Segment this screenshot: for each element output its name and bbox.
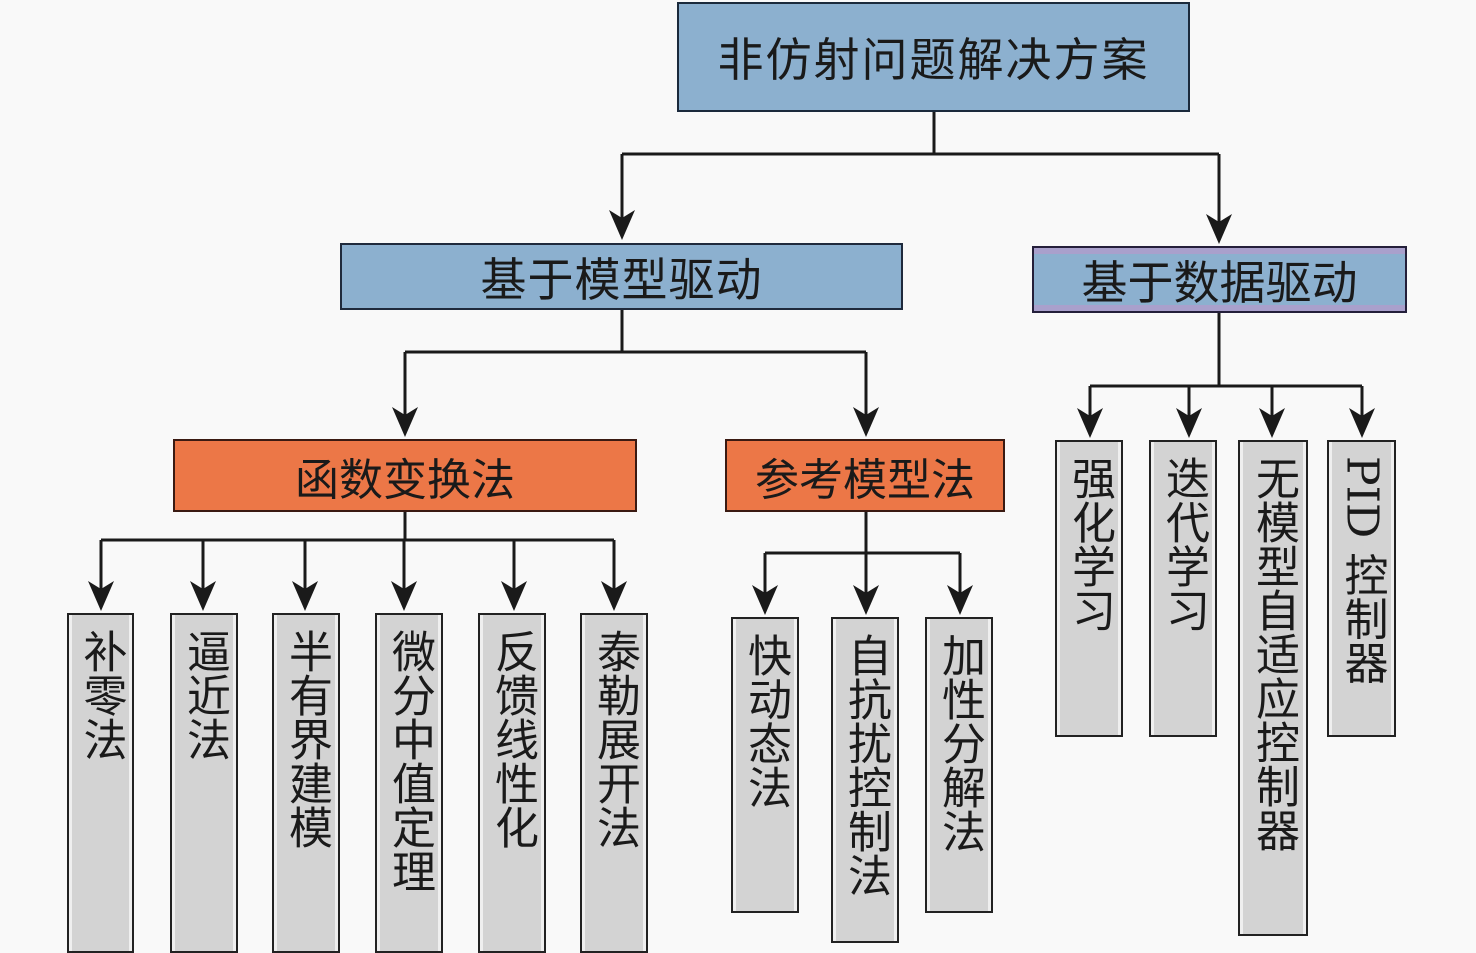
leaf-label: 强化学习 — [1064, 456, 1115, 632]
arrow-head-icon — [501, 581, 527, 611]
leaf-fast-dynamics: 快动态法 — [731, 617, 799, 913]
leaf-additive-decomposition: 加性分解法 — [925, 617, 993, 913]
arrow-head-icon — [609, 210, 635, 240]
leaf-mean-value-theorem: 微分中值定理 — [375, 613, 443, 953]
leaf-adrc: 自抗扰控制法 — [831, 617, 899, 943]
function-transform-label: 函数变换法 — [295, 454, 515, 506]
arrow-head-icon — [88, 581, 114, 611]
leaf-model-free-adaptive-control: 无模型自适应控制器 — [1238, 440, 1308, 936]
model-driven-connector — [403, 310, 868, 428]
arrow-head-icon — [853, 407, 879, 437]
arrow-head-icon — [1259, 408, 1285, 438]
leaf-label: 反馈线性化 — [487, 629, 538, 849]
data-driven-connector — [1088, 313, 1364, 428]
arrow-head-icon — [391, 581, 417, 611]
root-node: 非仿射问题解决方案 — [677, 2, 1190, 112]
arrow-head-icon — [392, 407, 418, 437]
leaf-label: 迭代学习 — [1158, 456, 1209, 632]
arrow-head-icon — [752, 585, 778, 615]
arrow-head-icon — [1349, 408, 1375, 438]
leaf-approximation: 逼近法 — [170, 613, 238, 953]
leaf-label: 微分中值定理 — [384, 629, 435, 893]
leaf-reinforcement-learning: 强化学习 — [1055, 440, 1123, 737]
leaf-label: 自抗扰控制法 — [840, 633, 891, 897]
model-driven-label: 基于模型驱动 — [480, 252, 763, 307]
function-transform-connector — [99, 512, 616, 600]
arrow-head-icon — [1077, 408, 1103, 438]
arrow-head-icon — [292, 581, 318, 611]
leaf-label: 补零法 — [75, 629, 127, 761]
arrow-head-icon — [190, 581, 216, 611]
arrow-head-icon — [853, 585, 879, 615]
leaf-label: 半有界建模 — [281, 629, 332, 849]
leaf-label: PID 控制器 — [1336, 456, 1388, 685]
arrow-head-icon — [1176, 408, 1202, 438]
leaf-taylor-expansion: 泰勒展开法 — [580, 613, 648, 953]
data-driven-label: 基于数据驱动 — [1081, 255, 1358, 310]
arrow-head-icon — [947, 585, 973, 615]
root-connector — [620, 112, 1221, 236]
arrow-head-icon — [601, 581, 627, 611]
leaf-feedback-linearization: 反馈线性化 — [478, 613, 546, 953]
leaf-pid-controller: PID 控制器 — [1327, 440, 1396, 737]
data-driven-node: 基于数据驱动 — [1032, 246, 1407, 313]
leaf-label: 逼近法 — [179, 629, 230, 761]
leaf-label: 无模型自适应控制器 — [1248, 456, 1299, 852]
function-transform-node: 函数变换法 — [173, 439, 637, 512]
leaf-semi-bounded-modeling: 半有界建模 — [272, 613, 340, 953]
leaf-label: 加性分解法 — [934, 633, 985, 853]
arrow-head-icon — [1206, 214, 1232, 244]
leaf-iterative-learning: 迭代学习 — [1149, 440, 1217, 737]
reference-model-connector — [763, 512, 962, 605]
leaf-zero-padding: 补零法 — [67, 613, 134, 953]
model-driven-node: 基于模型驱动 — [340, 243, 903, 310]
reference-model-node: 参考模型法 — [725, 439, 1005, 512]
reference-model-label: 参考模型法 — [755, 454, 975, 506]
leaf-label: 快动态法 — [740, 633, 791, 809]
root-label: 非仿射问题解决方案 — [717, 33, 1150, 87]
leaf-label: 泰勒展开法 — [589, 629, 640, 849]
